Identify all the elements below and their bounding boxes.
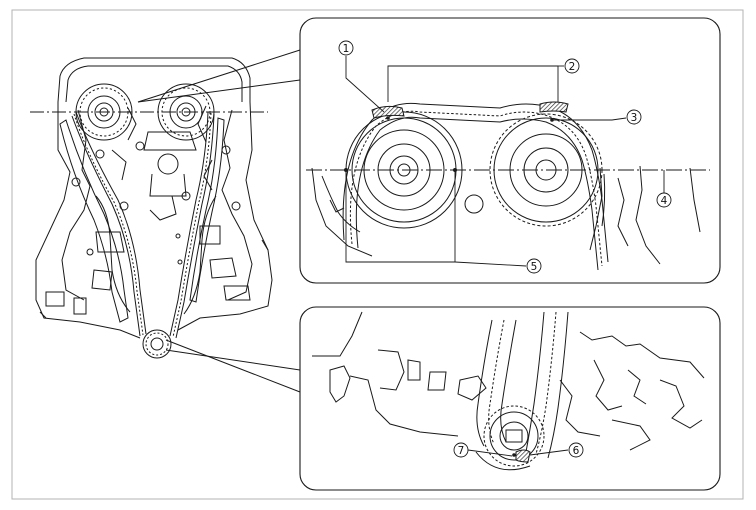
timing-mark-right [539, 101, 569, 113]
svg-text:5: 5 [531, 261, 538, 273]
svg-text:6: 6 [573, 445, 580, 457]
callout-3: 3 [626, 109, 642, 125]
svg-text:7: 7 [458, 445, 465, 457]
timing-chain-overview [59, 111, 225, 339]
callout-7: 7 [453, 442, 469, 458]
detail-box-camshaft [299, 17, 721, 284]
timing-mark-left [371, 105, 405, 119]
svg-text:2: 2 [569, 61, 576, 73]
outer-frame [11, 9, 744, 500]
detail-leaders [137, 49, 301, 393]
timing-mark-crank [515, 449, 531, 463]
svg-text:4: 4 [661, 195, 668, 207]
callout-5: 5 [526, 258, 542, 274]
callout-2: 2 [564, 58, 580, 74]
callout-6: 6 [568, 442, 584, 458]
callout-1: 1 [338, 40, 354, 56]
callout-4: 4 [656, 192, 672, 208]
detail-box-crankshaft [299, 306, 721, 491]
svg-text:1: 1 [343, 43, 350, 55]
svg-text:3: 3 [631, 112, 638, 124]
crank-sprocket-overview [142, 329, 172, 359]
